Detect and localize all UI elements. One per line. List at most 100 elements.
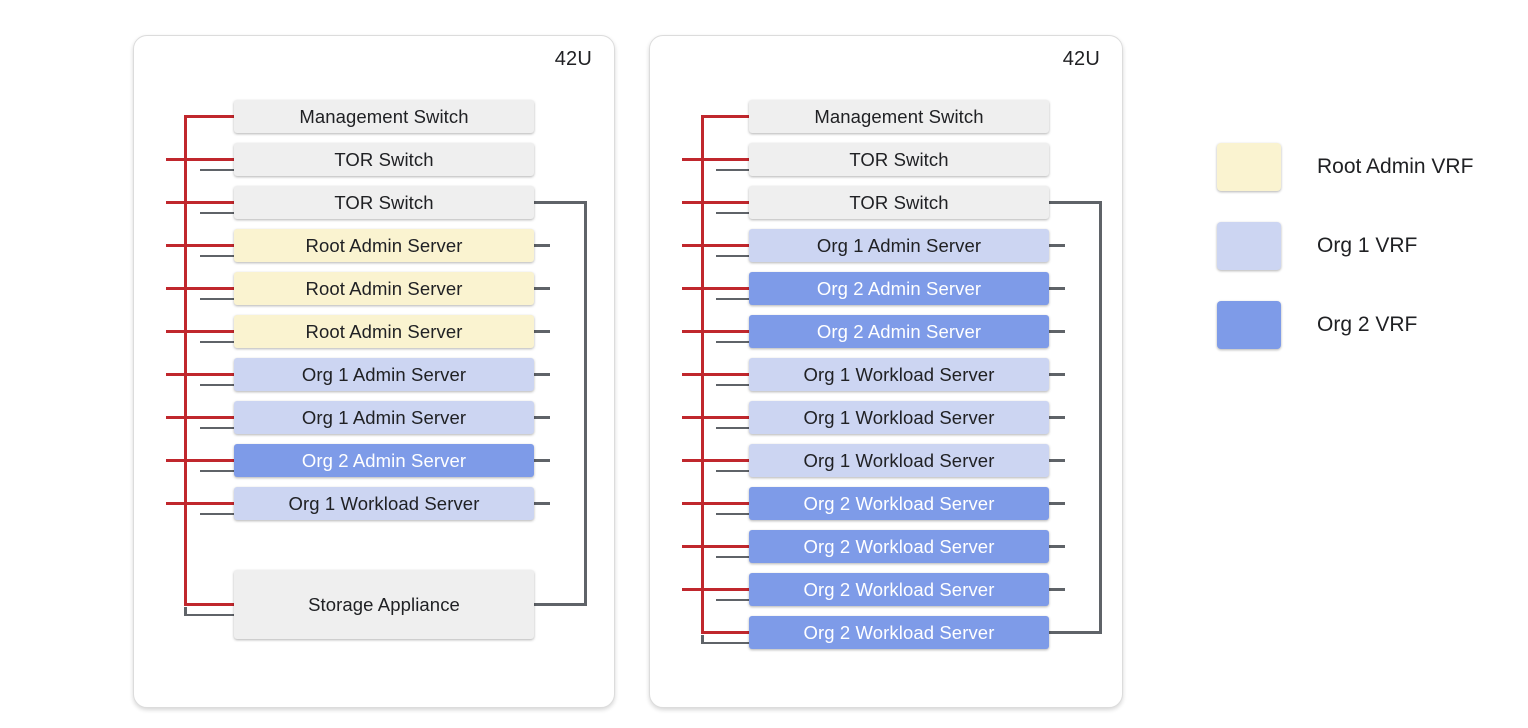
uplink-cable — [1049, 631, 1102, 634]
uplink-stub — [534, 244, 550, 247]
legend-swatch-org1 — [1217, 222, 1281, 270]
management-cable — [166, 287, 234, 290]
rack-unit[interactable]: TOR Switch — [234, 143, 534, 176]
data-cable — [200, 383, 234, 386]
uplink-stub — [1049, 588, 1065, 591]
rack-unit[interactable]: TOR Switch — [749, 143, 1049, 176]
rack-unit-label: Management Switch — [299, 105, 469, 127]
data-cable — [200, 297, 234, 300]
rack-unit-label: Org 1 Workload Server — [288, 492, 480, 514]
uplink-stub — [1049, 545, 1065, 548]
data-cable — [716, 340, 749, 343]
legend-item: Root Admin VRF — [1217, 143, 1473, 191]
uplink-bus-vertical — [1099, 202, 1102, 633]
management-cable — [682, 373, 749, 376]
data-cable-riser — [184, 606, 187, 615]
rack-unit-label: Management Switch — [814, 105, 984, 127]
data-cable — [716, 383, 749, 386]
uplink-stub — [1049, 502, 1065, 505]
rack-unit[interactable]: Org 1 Admin Server — [234, 401, 534, 434]
rack-left-capacity-label: 42U — [554, 48, 592, 70]
uplink-stub — [1049, 416, 1065, 419]
rack-unit[interactable]: Org 2 Workload Server — [749, 573, 1049, 606]
rack-unit[interactable]: Management Switch — [749, 100, 1049, 133]
rack-unit[interactable]: Org 1 Workload Server — [234, 487, 534, 520]
legend-label: Root Admin VRF — [1317, 155, 1474, 178]
data-cable — [200, 426, 234, 429]
management-cable — [166, 244, 234, 247]
rack-unit-label: Org 2 Admin Server — [301, 449, 467, 471]
management-cable — [166, 459, 234, 462]
management-cable — [682, 330, 749, 333]
rack-unit[interactable]: Org 1 Workload Server — [749, 444, 1049, 477]
rack-unit-label: Org 2 Workload Server — [803, 578, 995, 600]
rack-right-capacity-label: 42U — [1062, 48, 1100, 70]
rack-unit-label: TOR Switch — [334, 191, 434, 213]
management-cable — [701, 631, 749, 634]
data-cable — [200, 469, 234, 472]
rack-unit[interactable]: TOR Switch — [749, 186, 1049, 219]
data-cable — [716, 168, 749, 171]
management-cable — [166, 416, 234, 419]
management-cable — [166, 373, 234, 376]
management-cable — [682, 416, 749, 419]
uplink-stub — [534, 416, 550, 419]
rack-unit[interactable]: Org 2 Admin Server — [749, 272, 1049, 305]
rack-unit-label: TOR Switch — [849, 148, 949, 170]
management-cable — [682, 588, 749, 591]
rack-unit-label: Root Admin Server — [305, 234, 463, 256]
rack-unit[interactable]: TOR Switch — [234, 186, 534, 219]
uplink-cable — [534, 603, 587, 606]
management-cable — [701, 115, 749, 118]
rack-unit[interactable]: Org 1 Workload Server — [749, 358, 1049, 391]
data-cable — [716, 555, 749, 558]
rack-unit[interactable]: Org 2 Workload Server — [749, 530, 1049, 563]
rack-unit[interactable]: Org 2 Workload Server — [749, 487, 1049, 520]
management-cable — [682, 545, 749, 548]
legend-label: Org 1 VRF — [1317, 234, 1418, 257]
uplink-stub — [534, 373, 550, 376]
data-cable — [716, 297, 749, 300]
data-cable — [701, 641, 749, 644]
rack-unit-label: Org 1 Workload Server — [803, 406, 995, 428]
uplink-stub — [1049, 330, 1065, 333]
management-cable — [184, 115, 234, 118]
data-cable — [716, 598, 749, 601]
rack-unit-label: Org 2 Admin Server — [816, 277, 982, 299]
uplink-bus-vertical — [584, 202, 587, 605]
rack-unit-label: Org 1 Workload Server — [803, 363, 995, 385]
management-cable — [682, 201, 749, 204]
rack-unit[interactable]: Management Switch — [234, 100, 534, 133]
rack-unit[interactable]: Storage Appliance — [234, 570, 534, 639]
management-cable — [682, 287, 749, 290]
data-cable — [200, 254, 234, 257]
rack-unit[interactable]: Root Admin Server — [234, 229, 534, 262]
management-cable — [682, 158, 749, 161]
legend-label: Org 2 VRF — [1317, 313, 1418, 336]
rack-unit[interactable]: Org 1 Admin Server — [749, 229, 1049, 262]
rack-unit-label: Storage Appliance — [308, 593, 460, 615]
data-cable — [200, 512, 234, 515]
rack-unit[interactable]: Org 2 Admin Server — [749, 315, 1049, 348]
uplink-stub — [534, 287, 550, 290]
rack-unit[interactable]: Org 1 Workload Server — [749, 401, 1049, 434]
rack-unit-label: TOR Switch — [334, 148, 434, 170]
legend: Root Admin VRF Org 1 VRF Org 2 VRF — [1217, 143, 1473, 349]
rack-unit[interactable]: Org 2 Admin Server — [234, 444, 534, 477]
rack-unit-label: Root Admin Server — [305, 277, 463, 299]
data-cable — [716, 469, 749, 472]
uplink-cable — [534, 201, 587, 204]
rack-unit[interactable]: Root Admin Server — [234, 272, 534, 305]
rack-unit[interactable]: Root Admin Server — [234, 315, 534, 348]
legend-swatch-root — [1217, 143, 1281, 191]
data-cable — [200, 340, 234, 343]
uplink-stub — [1049, 244, 1065, 247]
uplink-stub — [534, 330, 550, 333]
data-cable — [716, 254, 749, 257]
management-cable — [166, 201, 234, 204]
rack-unit[interactable]: Org 1 Admin Server — [234, 358, 534, 391]
data-cable — [716, 512, 749, 515]
management-cable — [682, 459, 749, 462]
rack-unit[interactable]: Org 2 Workload Server — [749, 616, 1049, 649]
